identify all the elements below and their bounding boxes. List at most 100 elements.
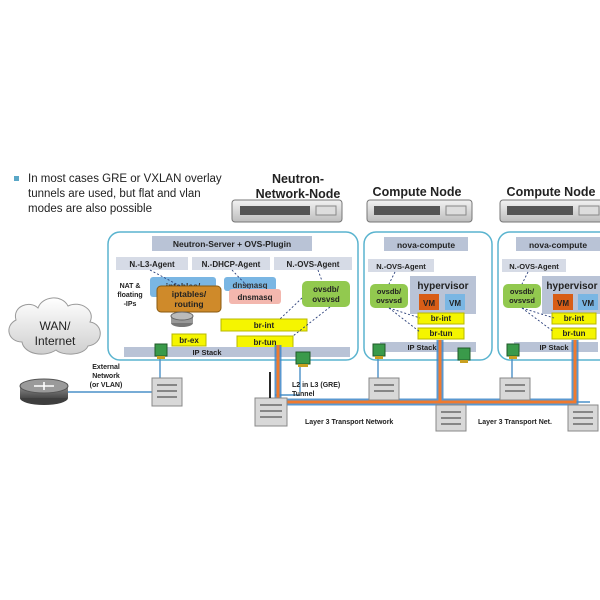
transport-network-label-1: Layer 3 Transport Network xyxy=(305,419,393,426)
cn1-ovs-agent-label: N.-OVS-Agent xyxy=(376,262,426,271)
dhcp-agent-label: N.-DHCP-Agent xyxy=(202,260,261,269)
cn2-br-int-label: br-int xyxy=(564,314,585,323)
l3-agent-label: N.-L3-Agent xyxy=(129,260,175,269)
bullet-marker xyxy=(14,176,19,181)
cn1-ovsdb-box xyxy=(370,284,408,308)
cn1-switch-icon xyxy=(368,377,400,401)
compute-node-1-title: Compute Node xyxy=(372,185,462,199)
cn1-br-int-label: br-int xyxy=(431,314,452,323)
cn2-hypervisor-label: hypervisor xyxy=(546,281,597,292)
nn-ovsdb-label-2: ovsvsd xyxy=(312,295,340,304)
cn2-control-lines xyxy=(521,271,555,333)
cn1-vm2-box xyxy=(445,294,465,310)
dnsmasq-box xyxy=(229,289,281,304)
transport-switch-3-icon xyxy=(567,404,599,432)
external-network-label-1: External xyxy=(92,364,120,371)
nat-label-2: floating xyxy=(117,292,142,299)
cn1-vm1-label: VM xyxy=(423,299,435,308)
network-node-server-icon xyxy=(231,199,343,223)
l3-agent-box xyxy=(116,257,188,270)
nat-label-1: NAT & xyxy=(120,283,141,290)
compute-node-2-server-icon xyxy=(499,199,600,223)
cn2-switch-icon xyxy=(499,377,531,401)
external-switch-icon xyxy=(151,377,183,407)
external-network-label-3: (or VLAN) xyxy=(90,382,123,389)
cn1-vm1-box xyxy=(419,294,439,310)
cn1-control-lines xyxy=(388,271,421,333)
cn1-br-int-box xyxy=(417,312,465,325)
bullet-text: In most cases GRE or VXLAN overlay tunne… xyxy=(28,172,243,217)
network-node-title-line-1: Neutron- xyxy=(271,172,325,186)
dhcp-agent-box xyxy=(192,257,270,270)
transport-switch-1-icon xyxy=(254,397,288,427)
tunnel-label-2: Tunnel xyxy=(292,391,314,398)
cn1-nic-2-icon xyxy=(457,347,471,363)
cn2-br-tun-label: br-tun xyxy=(562,329,585,338)
cn1-ip-stack-bar xyxy=(380,342,476,352)
dnsmasq-back-label: dnsmasq xyxy=(232,281,267,290)
cn1-nova-box xyxy=(384,237,468,251)
iptables-routing-label-2: routing xyxy=(174,299,203,309)
nn-nic-icon xyxy=(154,343,168,359)
cn2-vm1-label: VM xyxy=(557,299,569,308)
cn2-ovsdb-label-1: ovsdb/ xyxy=(510,287,535,296)
cn2-ovs-agent-label: N.-OVS-Agent xyxy=(509,262,559,271)
nn-control-lines xyxy=(149,269,331,337)
cn1-ovs-agent-box xyxy=(368,259,434,272)
nn-br-ex-box xyxy=(171,333,207,347)
cn1-br-tun-box xyxy=(417,327,465,340)
cn2-br-tun-box xyxy=(551,327,597,340)
iptables-routing-label-1: iptables/ xyxy=(172,289,207,299)
nn-ovs-agent-box xyxy=(274,257,352,270)
nn-nic-2-icon xyxy=(295,351,311,367)
tunnel-label-1: L2 in L3 (GRE) xyxy=(292,382,340,389)
dnsmasq-back-box xyxy=(224,277,276,291)
wan-label-1: WAN/ xyxy=(40,319,72,333)
nn-ovsdb-label-1: ovsdb/ xyxy=(313,285,340,294)
nn-br-ex-label: br-ex xyxy=(179,336,199,345)
cn1-ip-stack-label: IP Stack xyxy=(407,343,437,352)
transport-network-label-2: Layer 3 Transport Net. xyxy=(478,419,552,426)
network-node-title: Neutron- Network-Node xyxy=(238,172,358,202)
cn2-nova-box xyxy=(516,237,600,251)
wan-cloud-icon xyxy=(8,297,101,355)
cn2-vm2-label: VM xyxy=(582,299,594,308)
cn1-ovsdb-label-1: ovsdb/ xyxy=(377,287,402,296)
iptables-routing-box xyxy=(156,285,222,313)
gre-tunnel xyxy=(274,340,579,406)
cn1-vm2-label: VM xyxy=(449,299,461,308)
cn2-vm1-box xyxy=(553,294,573,310)
cn1-hypervisor-label: hypervisor xyxy=(417,281,468,292)
cn2-nic-icon xyxy=(506,343,520,359)
cn2-ovsdb-box xyxy=(503,284,541,308)
network-node-title-line-2: Network-Node xyxy=(255,187,341,201)
bullet-line-3: modes are also possible xyxy=(28,203,153,215)
cn2-ovsdb-label-2: ovsvsd xyxy=(509,296,535,305)
cn2-ovs-agent-box xyxy=(502,259,566,272)
external-router-icon xyxy=(19,378,69,405)
nn-ovs-agent-label: N.-OVS-Agent xyxy=(287,260,340,269)
cn2-br-int-box xyxy=(551,312,597,325)
dnsmasq-label: dnsmasq xyxy=(237,293,272,302)
bullet-line-2: tunnels are used, but flat and vlan xyxy=(28,188,201,200)
nn-br-int-label: br-int xyxy=(254,321,275,330)
nn-ovsdb-box xyxy=(302,281,350,307)
cn2-ip-stack-bar xyxy=(514,342,598,352)
compute-node-2-title: Compute Node xyxy=(506,185,596,199)
cn2-nova-label: nova-compute xyxy=(529,240,587,250)
cn1-nic-icon xyxy=(372,343,386,359)
cn2-ip-stack-label: IP Stack xyxy=(539,343,569,352)
nn-br-tun-label: br-tun xyxy=(253,338,276,347)
nat-label-3: -IPs xyxy=(124,301,137,308)
bullet-line-1: In most cases GRE or VXLAN overlay xyxy=(28,173,222,185)
transport-switch-2-icon xyxy=(435,404,467,432)
cn2-vm2-box xyxy=(578,294,598,310)
nn-ip-stack-label: IP Stack xyxy=(192,348,222,357)
cn1-ovsdb-label-2: ovsvsd xyxy=(376,296,402,305)
virtual-router-icon xyxy=(170,311,194,327)
cn1-nova-label: nova-compute xyxy=(397,240,455,250)
wan-label-2: Internet xyxy=(35,334,76,348)
external-network-label-2: Network xyxy=(92,373,120,380)
compute-node-1-server-icon xyxy=(366,199,473,223)
